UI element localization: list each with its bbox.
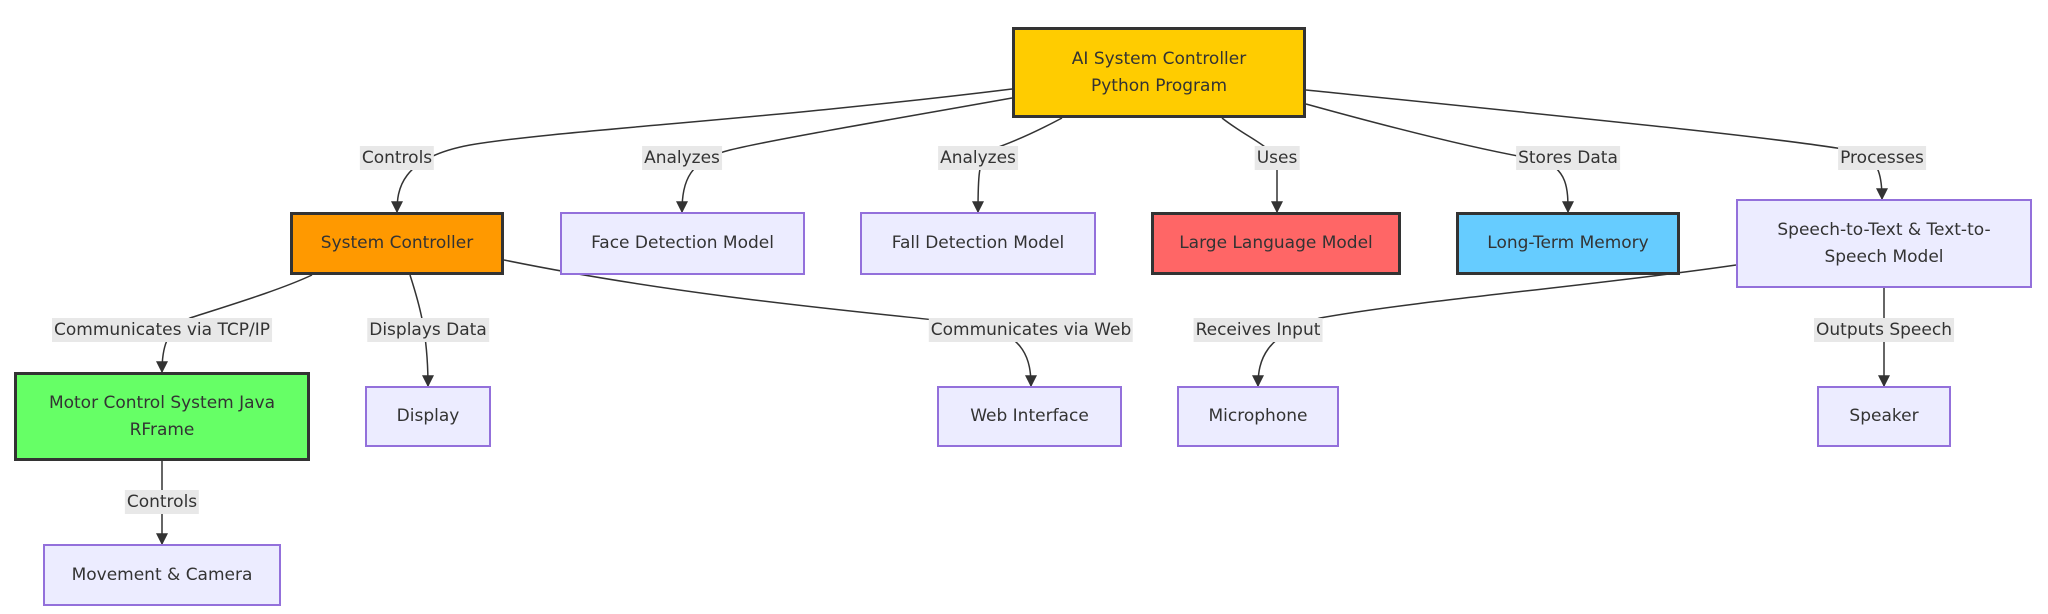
node-system-controller[interactable]: System Controller — [290, 212, 504, 275]
edge-ai-to-system-controller — [391, 88, 1013, 214]
node-movement-camera[interactable]: Movement & Camera — [43, 544, 281, 606]
node-speaker[interactable]: Speaker — [1817, 386, 1951, 447]
edge-system-to-web-interface — [503, 259, 1037, 388]
edge-label-controls-movement: Controls — [124, 490, 200, 514]
node-large-language-model[interactable]: Large Language Model — [1151, 212, 1401, 275]
node-microphone[interactable]: Microphone — [1177, 386, 1339, 447]
edge-system-to-motor-control — [156, 274, 313, 374]
edge-label-communicates-web: Communicates via Web — [928, 318, 1134, 342]
node-long-term-memory[interactable]: Long-Term Memory — [1456, 212, 1680, 275]
edge-label-receives-input: Receives Input — [1193, 318, 1323, 342]
node-face-detection-model[interactable]: Face Detection Model — [560, 212, 805, 275]
node-fall-detection-model[interactable]: Fall Detection Model — [860, 212, 1096, 275]
edge-label-displays-data: Displays Data — [367, 318, 489, 342]
edge-label-outputs-speech: Outputs Speech — [1814, 318, 1954, 342]
node-ai-system-controller[interactable]: AI System Controller Python Program — [1012, 27, 1306, 118]
edge-label-communicates-tcpip: Communicates via TCP/IP — [52, 318, 272, 342]
node-web-interface[interactable]: Web Interface — [937, 386, 1122, 447]
node-display[interactable]: Display — [365, 386, 491, 447]
edge-label-analyzes-face: Analyzes — [642, 146, 722, 170]
edge-speech-model-to-microphone — [1252, 264, 1737, 388]
edge-label-analyzes-fall: Analyzes — [938, 146, 1018, 170]
edge-label-stores-data: Stores Data — [1516, 146, 1620, 170]
edge-label-processes: Processes — [1838, 146, 1926, 170]
edge-label-controls-system: Controls — [359, 146, 435, 170]
node-speech-model[interactable]: Speech-to-Text & Text-to- Speech Model — [1736, 199, 2032, 288]
edge-label-uses: Uses — [1254, 146, 1300, 170]
edge-ai-to-face-detection — [676, 97, 1013, 214]
node-motor-control-system[interactable]: Motor Control System Java RFrame — [14, 372, 310, 461]
edge-ai-to-long-term-memory — [1305, 103, 1574, 214]
edge-ai-to-speech-model — [1305, 89, 1888, 201]
